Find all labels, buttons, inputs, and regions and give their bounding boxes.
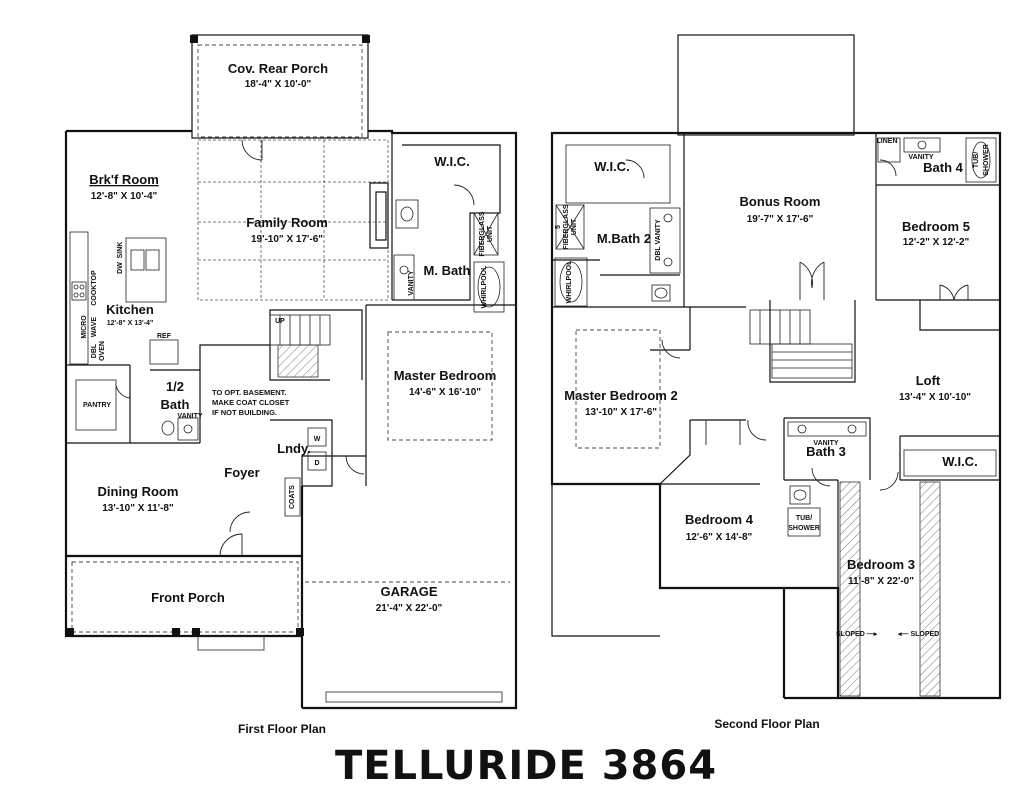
family-room-dim: 19'-10" X 17'-6" [251, 234, 323, 245]
m-bath-name: M. Bath [424, 263, 471, 278]
m-bath-2-whirlpool-label: WHIRLPOOL [566, 260, 573, 303]
first-floor-plan [64, 34, 518, 710]
rear-porch-dim: 18'-4" X 10'-0" [245, 79, 312, 90]
kitchen-name: Kitchen [106, 302, 154, 317]
bedroom-3-name: Bedroom 3 [847, 557, 915, 572]
bath-3-vanity-label: VANITY [813, 440, 838, 447]
first-floor-labels: Cov. Rear Porch 18'-4" X 10'-0" Brk'f Ro… [81, 61, 496, 736]
rear-porch-outline [191, 34, 369, 139]
second-floor-stairs [749, 309, 853, 379]
kitchen-oven-label: OVEN [99, 341, 106, 361]
lower-roof-outline [551, 484, 660, 637]
kitchen-ref-label: REF [157, 333, 172, 340]
basement-note-line-3: IF NOT BUILDING. [212, 408, 277, 417]
bonus-room-name: Bonus Room [740, 194, 821, 209]
basement-note-line-2: MAKE COAT CLOSET [212, 398, 290, 407]
bath-4-vanity-label: VANITY [908, 154, 933, 161]
m-bath-2-name: M.Bath 2 [597, 231, 651, 246]
garage-name: GARAGE [380, 584, 437, 599]
dryer-label: D [314, 460, 319, 467]
second-floor-caption: Second Floor Plan [714, 717, 819, 731]
fireplace [369, 182, 389, 249]
kitchen-micro-label: MICRO [81, 315, 88, 339]
roof-outline [677, 34, 855, 136]
second-floor-interior-walls [552, 133, 1000, 588]
m-bath-unit-label: UNIT [487, 225, 494, 242]
sloped-right-label: ◂— SLOPED [897, 631, 939, 638]
plan-title: TELLURIDE 3864 [335, 743, 717, 789]
wic-name: W.I.C. [434, 154, 469, 169]
bath-4-name: Bath 4 [923, 160, 964, 175]
first-floor-stairs [269, 314, 331, 378]
kitchen-counter [69, 231, 89, 365]
bedroom-5-dim: 12'-2" X 12'-2" [903, 237, 970, 248]
linen-label: LINEN [877, 138, 898, 145]
master-bedroom-dim: 14'-6" X 16'-10" [409, 387, 481, 398]
first-floor-exterior-walls [64, 129, 518, 710]
wic-1-name: W.I.C. [594, 159, 629, 174]
kitchen-sink-label: SINK [117, 242, 124, 259]
dining-room-dim: 13'-10" X 11'-8" [102, 503, 174, 514]
half-bath-vanity-label: VANITY [177, 413, 202, 420]
kitchen-dbl-label: DBL [91, 343, 98, 358]
bath-3-name: Bath 3 [806, 444, 846, 459]
family-room-ceiling-grid [197, 139, 389, 301]
second-floor-exterior-walls [550, 131, 1002, 700]
master-bedroom-name: Master Bedroom [394, 368, 497, 383]
basement-note-line-1: TO OPT. BASEMENT. [212, 388, 286, 397]
kitchen-wave-label: WAVE [91, 317, 98, 337]
pantry-name: PANTRY [83, 402, 111, 409]
washer-label: W [314, 436, 321, 443]
front-porch-name: Front Porch [151, 590, 225, 605]
m-bath-whirlpool-label: WHIRLPOOL [481, 265, 488, 308]
sloped-left-label: SLOPED —▸ [836, 631, 878, 638]
bonus-room-dim: 19'-7" X 17'-6" [747, 214, 814, 225]
laundry-name: Lndy. [277, 441, 311, 456]
second-floor-plan [550, 34, 1002, 700]
bedroom-5-name: Bedroom 5 [902, 219, 970, 234]
loft-dim: 13'-4" X 10'-10" [899, 392, 971, 403]
kitchen-island [125, 237, 167, 303]
bedroom-3-dim: 11'-8" X 22'-0" [848, 576, 914, 587]
bedroom-4-name: Bedroom 4 [685, 512, 754, 527]
m-bath-fiberglass-label: FIBERGLASS [479, 211, 486, 256]
dining-room-name: Dining Room [98, 484, 179, 499]
bath-4-tub-label: TUB/ [973, 152, 980, 168]
m-bath-2-unit-label: UNIT [571, 218, 578, 235]
kitchen-dw-label: DW [117, 262, 124, 274]
family-room-name: Family Room [246, 215, 328, 230]
loft-name: Loft [916, 373, 941, 388]
first-floor-caption: First Floor Plan [238, 722, 326, 736]
garage-dim: 21'-4" X 22'-0" [376, 603, 443, 614]
foyer-name: Foyer [224, 465, 259, 480]
m-bath-2-dbl-vanity-label: DBL VANITY [655, 219, 662, 261]
bedroom-4-dim: 12'-6" X 14'-8" [686, 532, 753, 543]
rear-porch-name: Cov. Rear Porch [228, 61, 328, 76]
master-bedroom-2-name: Master Bedroom 2 [564, 388, 677, 403]
kitchen-cooktop-label: COOKTOP [91, 270, 98, 306]
kitchen-dim: 12'-8" X 13'-4" [107, 320, 154, 327]
coats-closet-label: COATS [289, 485, 296, 509]
master-bedroom-2-dim: 13'-10" X 17'-6" [585, 407, 657, 418]
brkf-room-name: Brk'f Room [89, 172, 159, 187]
m-bath-2-five-label: 5 [555, 225, 562, 229]
m-bath-2-fiberglass-label: FIBERGLASS [563, 204, 570, 249]
stairs-up-label: UP [275, 318, 285, 325]
wic-2-name: W.I.C. [942, 454, 977, 469]
bath-3-tub-label: TUB/ [796, 515, 812, 522]
second-floor-labels: W.I.C. M.Bath 2 Bonus Room 19'-7" X 17'-… [555, 138, 990, 731]
bath-3-shower-label: SHOWER [788, 525, 820, 532]
brkf-room-dim: 12'-8" X 10'-4" [91, 191, 158, 202]
bath-4-shower-label: SHOWER [983, 144, 990, 176]
half-bath-number: 1/2 [166, 379, 184, 394]
m-bath-vanity-label: VANITY [408, 270, 415, 295]
half-bath-name: Bath [161, 397, 190, 412]
